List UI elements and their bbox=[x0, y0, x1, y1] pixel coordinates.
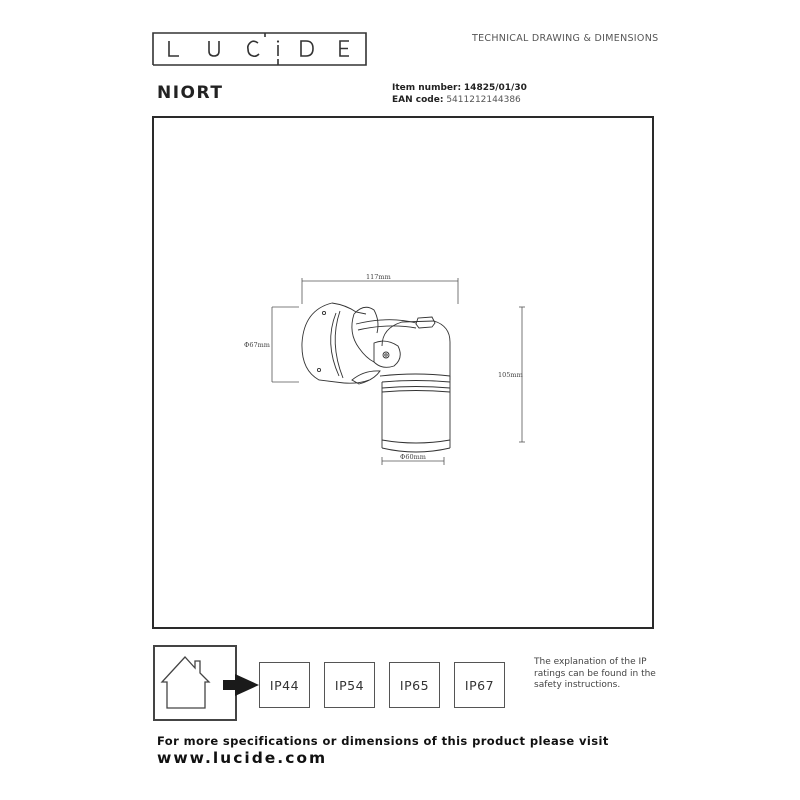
dim-width-label: 117mm bbox=[366, 273, 391, 281]
arrow-right-icon bbox=[223, 674, 259, 696]
ip-rating-ip54: IP54 bbox=[324, 662, 375, 708]
ean-value: 5411212144386 bbox=[446, 95, 521, 105]
ean-row: EAN code: 5411212144386 bbox=[392, 94, 527, 106]
item-number-value: 14825/01/30 bbox=[463, 83, 527, 93]
item-number-row: Item number: 14825/01/30 bbox=[392, 82, 527, 94]
dim-height-label: 105mm bbox=[498, 371, 523, 379]
item-info: Item number: 14825/01/30 EAN code: 54112… bbox=[392, 82, 527, 106]
item-number-label: Item number: bbox=[392, 83, 462, 93]
dim-plate-diameter-label: Φ67mm bbox=[244, 341, 270, 349]
ip-rating-ip65: IP65 bbox=[389, 662, 440, 708]
lamp-drawing-icon: 117mm Φ67mm 105mm Φ60mm bbox=[244, 273, 525, 465]
ip-rating-ip44: IP44 bbox=[259, 662, 310, 708]
dim-head-diameter-label: Φ60mm bbox=[400, 453, 426, 461]
house-icon bbox=[160, 656, 211, 709]
technical-drawing-frame: 117mm Φ67mm 105mm Φ60mm bbox=[152, 116, 654, 629]
footer-more-info: For more specifications or dimensions of… bbox=[157, 734, 609, 748]
header-tagline: TECHNICAL DRAWING & DIMENSIONS bbox=[472, 33, 659, 44]
lucide-logo-icon bbox=[152, 32, 367, 66]
footer-website-link[interactable]: www.lucide.com bbox=[157, 749, 328, 767]
product-name: NIORT bbox=[157, 83, 224, 103]
ip-explanation-note: The explanation of the IP ratings can be… bbox=[534, 657, 656, 690]
ean-label: EAN code: bbox=[392, 95, 444, 105]
brand-logo bbox=[152, 32, 367, 66]
ip-rating-ip67: IP67 bbox=[454, 662, 505, 708]
